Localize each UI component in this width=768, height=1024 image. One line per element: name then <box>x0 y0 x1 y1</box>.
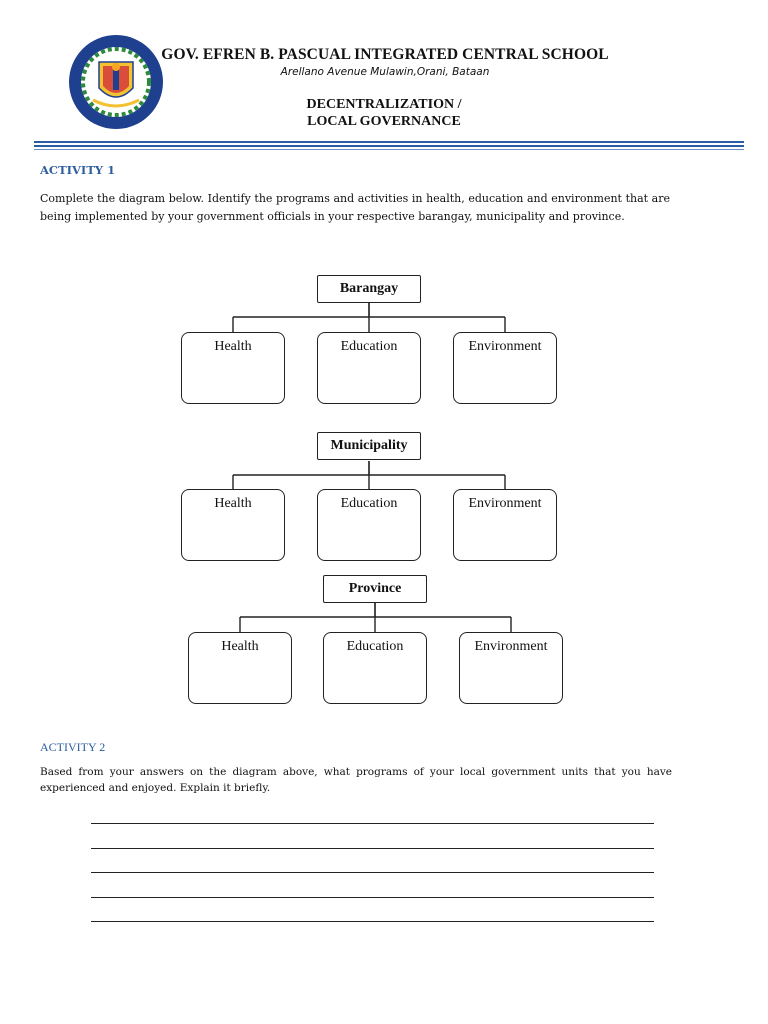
level-box-municipality: Municipality <box>317 432 421 460</box>
category-box-environment[interactable]: Environment <box>453 332 557 404</box>
answer-line[interactable] <box>91 823 654 824</box>
category-box-education[interactable]: Education <box>317 489 421 561</box>
activity-2-instructions: Based from your answers on the diagram a… <box>40 766 672 794</box>
activity-1-instructions: Complete the diagram below. Identify the… <box>40 192 670 223</box>
title-line-1: DECENTRALIZATION / <box>306 97 462 112</box>
activity-2-heading: ACTIVITY 2 <box>40 740 106 754</box>
header-rule <box>34 141 744 143</box>
activity-1-heading: ACTIVITY 1 <box>40 163 116 177</box>
header-rule <box>34 145 744 147</box>
category-box-environment[interactable]: Environment <box>453 489 557 561</box>
document-title: DECENTRALIZATION / LOCAL GOVERNANCE <box>234 96 534 130</box>
category-box-health[interactable]: Health <box>188 632 292 704</box>
level-box-barangay: Barangay <box>317 275 421 303</box>
answer-line[interactable] <box>91 848 654 849</box>
school-address: Arellano Avenue Mulawin,Orani, Bataan <box>280 66 490 78</box>
answer-line[interactable] <box>91 897 654 898</box>
answer-line[interactable] <box>91 921 654 922</box>
title-line-2: LOCAL GOVERNANCE <box>307 114 461 129</box>
category-box-education[interactable]: Education <box>323 632 427 704</box>
category-box-education[interactable]: Education <box>317 332 421 404</box>
answer-line[interactable] <box>91 872 654 873</box>
school-name: GOV. EFREN B. PASCUAL INTEGRATED CENTRAL… <box>161 46 609 63</box>
category-box-health[interactable]: Health <box>181 332 285 404</box>
category-box-health[interactable]: Health <box>181 489 285 561</box>
school-seal-logo <box>69 35 163 129</box>
level-box-province: Province <box>323 575 427 603</box>
category-box-environment[interactable]: Environment <box>459 632 563 704</box>
header-rule <box>34 149 744 150</box>
